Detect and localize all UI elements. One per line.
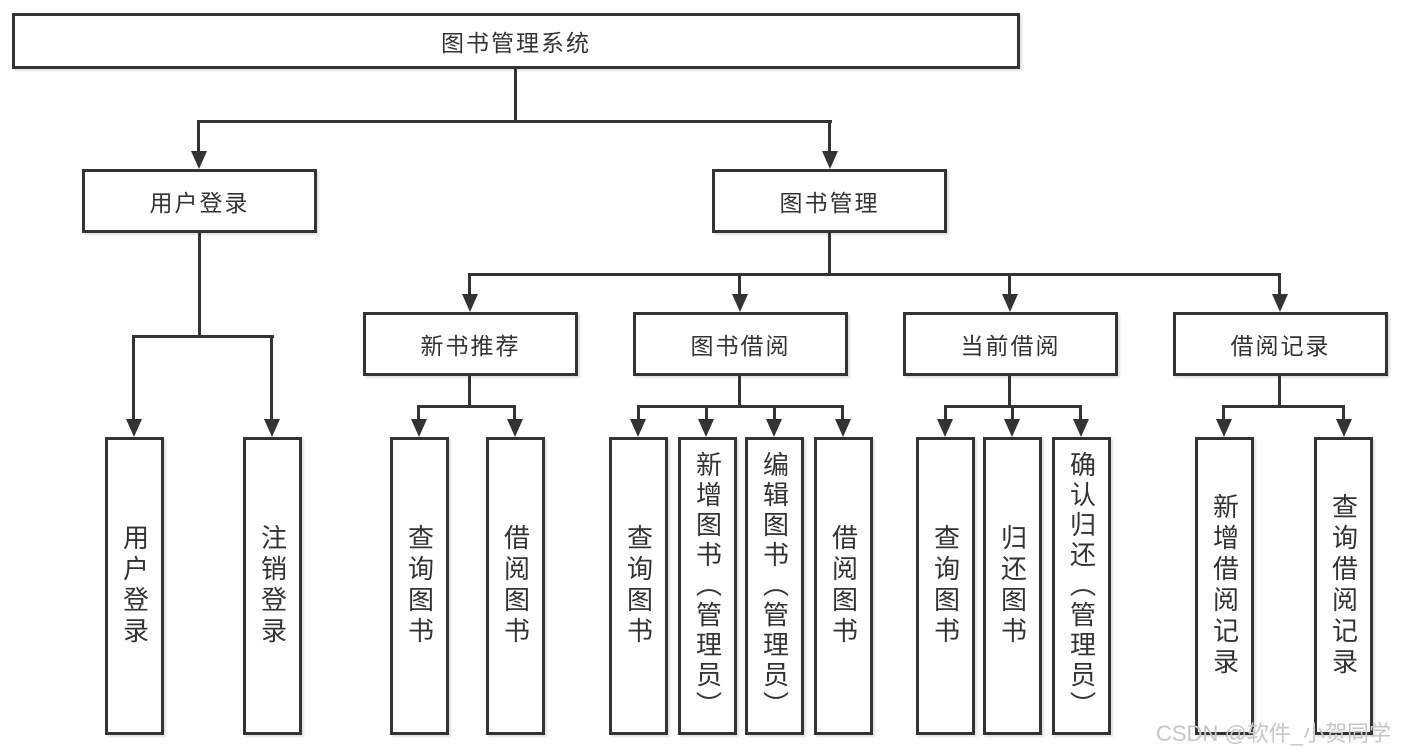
node-label: 查询图书 <box>930 524 961 648</box>
node-label: 用户登录 <box>149 190 250 216</box>
leaf-query-books-current: 查询图书 <box>916 437 975 735</box>
connector-line <box>197 120 200 151</box>
connector-line <box>1278 273 1281 294</box>
node-label: 图书管理 <box>779 190 880 216</box>
node-label: 借阅图书 <box>828 524 859 648</box>
leaf-return-books: 归还图书 <box>983 437 1042 735</box>
node-book-borrowing: 图书借阅 <box>633 312 848 376</box>
connector-line <box>270 335 273 419</box>
connector-line <box>944 405 947 419</box>
arrow-down-icon <box>630 419 646 437</box>
connector-line <box>637 405 844 408</box>
connector-line <box>828 233 831 273</box>
connector-line <box>1008 376 1011 405</box>
connector-line <box>197 120 832 123</box>
arrow-down-icon <box>411 419 427 437</box>
leaf-borrow-books-recommend: 借阅图书 <box>486 437 545 735</box>
arrow-down-icon <box>1004 419 1020 437</box>
connector-line <box>417 405 516 408</box>
connector-line <box>1342 405 1345 419</box>
node-label: 借阅记录 <box>1230 333 1331 359</box>
node-label: 新书推荐 <box>420 333 521 359</box>
connector-line <box>1278 376 1281 405</box>
node-label: 确认归还（管理员） <box>1066 451 1097 721</box>
csdn-watermark: CSDN @软件_小贺同学 <box>1156 721 1392 746</box>
connector-line <box>468 376 471 405</box>
node-new-book-recommend: 新书推荐 <box>363 312 578 376</box>
arrow-down-icon <box>1002 294 1018 312</box>
connector-line <box>417 405 420 419</box>
node-label: 借阅图书 <box>500 524 531 648</box>
connector-line <box>637 405 640 419</box>
arrow-down-icon <box>1336 419 1352 437</box>
leaf-borrow-books-borrowing: 借阅图书 <box>814 437 873 735</box>
node-label: 当前借阅 <box>960 333 1061 359</box>
node-label: 编辑图书（管理员） <box>759 451 790 721</box>
arrow-down-icon <box>822 151 838 169</box>
leaf-confirm-return-admin: 确认归还（管理员） <box>1052 437 1111 735</box>
connector-line <box>828 120 831 151</box>
connector-line <box>841 405 844 419</box>
connector-line <box>468 273 1281 276</box>
leaf-logout: 注销登录 <box>243 437 302 735</box>
connector-line <box>513 405 516 419</box>
arrow-down-icon <box>732 294 748 312</box>
leaf-add-books-admin: 新增图书（管理员） <box>678 437 737 735</box>
node-label: 注销登录 <box>257 524 288 648</box>
connector-line <box>514 68 517 120</box>
leaf-edit-books-admin: 编辑图书（管理员） <box>745 437 804 735</box>
connector-line <box>1008 273 1011 294</box>
connector-line <box>738 376 741 405</box>
leaf-add-borrow-record: 新增借阅记录 <box>1195 437 1254 735</box>
node-label: 新增借阅记录 <box>1209 493 1240 679</box>
arrow-down-icon <box>126 419 142 437</box>
node-user-login: 用户登录 <box>82 169 317 233</box>
node-current-borrowing: 当前借阅 <box>903 312 1118 376</box>
connector-line <box>773 405 776 419</box>
arrow-down-icon <box>1272 294 1288 312</box>
arrow-down-icon <box>835 419 851 437</box>
leaf-user-login: 用户登录 <box>105 437 164 735</box>
connector-line <box>1222 405 1225 419</box>
arrow-down-icon <box>698 419 714 437</box>
arrow-down-icon <box>937 419 953 437</box>
arrow-down-icon <box>462 294 478 312</box>
connector-line <box>1011 405 1014 419</box>
node-label: 图书管理系统 <box>441 30 591 56</box>
arrow-down-icon <box>191 151 207 169</box>
connector-line <box>132 335 274 338</box>
connector-line <box>1079 405 1082 419</box>
leaf-query-books-recommend: 查询图书 <box>390 437 449 735</box>
leaf-query-books-borrowing: 查询图书 <box>609 437 668 735</box>
node-borrowing-records: 借阅记录 <box>1173 312 1388 376</box>
node-label: 新增图书（管理员） <box>692 451 723 721</box>
node-book-management: 图书管理 <box>712 169 947 233</box>
connector-line <box>468 273 471 294</box>
node-library-management-system: 图书管理系统 <box>12 13 1020 69</box>
node-label: 查询图书 <box>404 524 435 648</box>
node-label: 用户登录 <box>119 524 150 648</box>
node-label: 图书借阅 <box>690 333 791 359</box>
node-label: 归还图书 <box>997 524 1028 648</box>
arrow-down-icon <box>1216 419 1232 437</box>
node-label: 查询借阅记录 <box>1328 493 1359 679</box>
connector-line <box>738 273 741 294</box>
node-label: 查询图书 <box>623 524 654 648</box>
leaf-query-borrow-record: 查询借阅记录 <box>1314 437 1373 735</box>
arrow-down-icon <box>1073 419 1089 437</box>
connector-line <box>198 233 201 335</box>
connector-line <box>132 335 135 419</box>
arrow-down-icon <box>264 419 280 437</box>
connector-line <box>705 405 708 419</box>
arrow-down-icon <box>766 419 782 437</box>
connector-line <box>1222 405 1344 408</box>
arrow-down-icon <box>507 419 523 437</box>
